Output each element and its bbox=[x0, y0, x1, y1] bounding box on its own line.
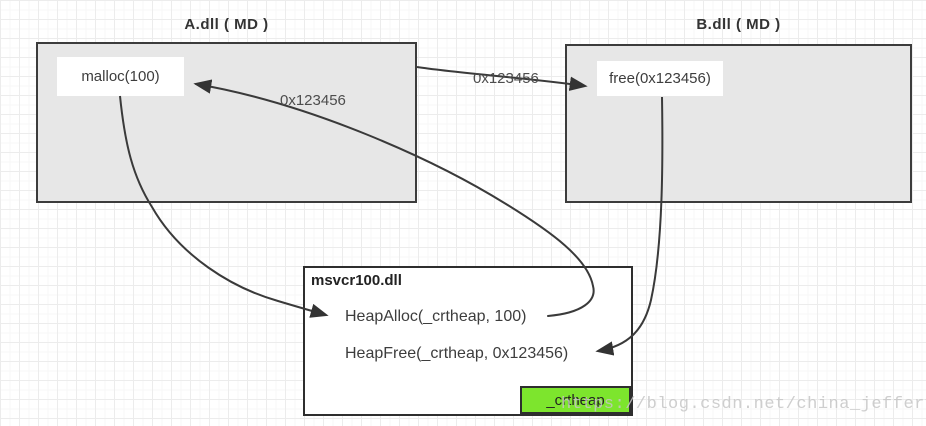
module-b-title: B.dll ( MD ) bbox=[696, 16, 781, 33]
heapfree-line: HeapFree(_crtheap, 0x123456) bbox=[345, 345, 569, 362]
runtime-title: msvcr100.dll bbox=[311, 272, 402, 289]
module-a-title: A.dll ( MD ) bbox=[184, 16, 269, 33]
edge-malloc-to-heapalloc[interactable] bbox=[119, 95, 329, 318]
watermark-text: https://blog.csdn.net/china_jeffery bbox=[561, 395, 926, 414]
edge-heapalloc-return-to-malloc[interactable] bbox=[193, 79, 595, 317]
edge-free-to-heapfree[interactable] bbox=[595, 96, 664, 356]
edge-label-pointer-to-free: 0x123456 bbox=[473, 70, 539, 87]
free-call-chip[interactable]: free(0x123456) bbox=[597, 61, 723, 96]
malloc-call-chip[interactable]: malloc(100) bbox=[57, 57, 184, 96]
edge-adll-to-free[interactable] bbox=[416, 66, 588, 91]
edge-label-return-pointer: 0x123456 bbox=[280, 92, 346, 109]
heapalloc-line: HeapAlloc(_crtheap, 100) bbox=[345, 308, 527, 325]
crtheap-chip[interactable]: _crtheap bbox=[520, 386, 631, 414]
